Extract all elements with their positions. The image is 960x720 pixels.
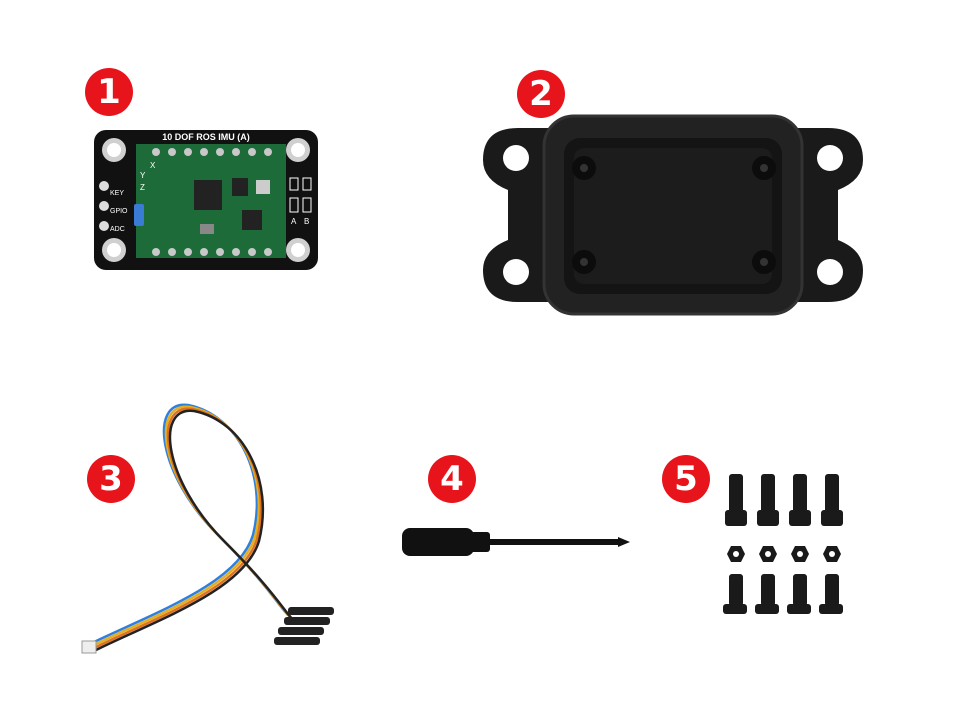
screw-set-image — [723, 474, 843, 614]
pin-label-key: KEY — [110, 190, 124, 197]
screwdriver-image — [402, 528, 630, 556]
axis-label-x: X — [150, 161, 156, 170]
pin-label-adc: ADC — [110, 226, 125, 233]
board-title-label: 10 DOF ROS IMU (A) — [162, 132, 250, 142]
imu-board-image: 10 DOF ROS IMU (A) KEY GPIO ADC X Y Z A … — [94, 130, 318, 270]
cable-image — [81, 403, 334, 654]
enclosure-case-image — [483, 114, 863, 316]
jumper-label-b: B — [304, 217, 309, 226]
item-number-badge-4: 4 — [428, 455, 476, 503]
axis-label-y: Y — [140, 171, 146, 180]
item-number-badge-3: 3 — [87, 455, 135, 503]
item-number-badge-5: 5 — [662, 455, 710, 503]
jumper-label-a: A — [291, 217, 297, 226]
pin-label-gpio: GPIO — [110, 208, 128, 215]
item-number-badge-1: 1 — [85, 68, 133, 116]
axis-label-z: Z — [140, 183, 145, 192]
item-number-badge-2: 2 — [517, 70, 565, 118]
